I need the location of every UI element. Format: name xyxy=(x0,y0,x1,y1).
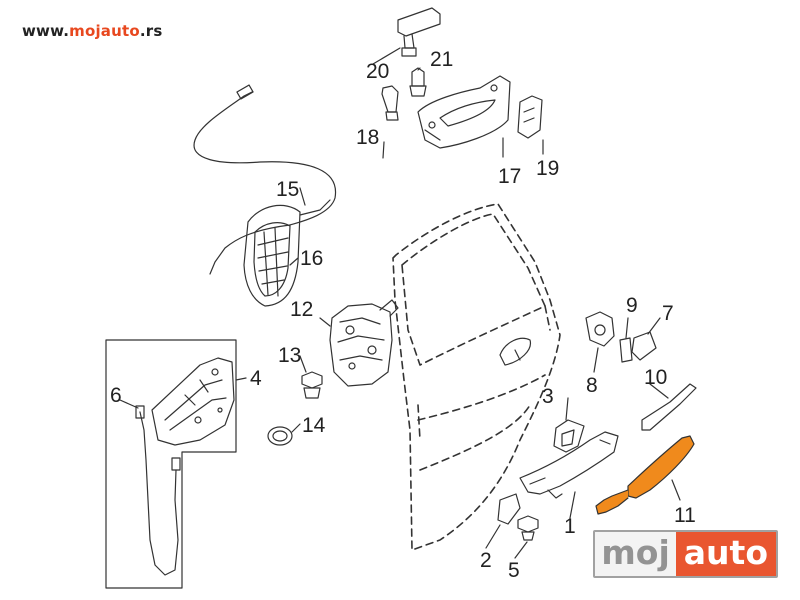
part-19-cover xyxy=(517,95,543,139)
callout-9: 9 xyxy=(626,294,638,317)
door-handle-recess xyxy=(499,337,531,366)
part-12-lock-actuator xyxy=(329,299,399,387)
callout-7: 7 xyxy=(662,302,674,325)
callout-labels: 20 21 18 17 19 15 16 12 13 14 4 6 9 7 8 … xyxy=(110,48,696,582)
part-2-bezel xyxy=(497,493,521,525)
callout-14: 14 xyxy=(302,414,326,437)
callout-16: 16 xyxy=(300,247,323,270)
callout-10: 10 xyxy=(644,366,667,389)
part-17-inner-handle xyxy=(417,75,511,149)
part-15-release-cable xyxy=(193,84,337,275)
url-suffix: .rs xyxy=(139,22,163,40)
callout-6: 6 xyxy=(110,384,122,407)
callout-21: 21 xyxy=(430,48,453,71)
callout-20: 20 xyxy=(366,60,389,83)
logo-right-text: auto xyxy=(675,532,776,576)
url-prefix: www. xyxy=(22,22,70,40)
part-11-highlighted-handle xyxy=(595,435,695,515)
part-14-cap xyxy=(267,426,293,446)
part-16-water-shield xyxy=(243,204,301,307)
part-3-bezel xyxy=(553,419,585,453)
part-7-cap xyxy=(631,331,657,361)
callout-11: 11 xyxy=(674,504,696,527)
callout-17: 17 xyxy=(498,165,521,188)
callout-13: 13 xyxy=(278,344,301,367)
callout-1: 1 xyxy=(564,515,576,538)
part-20-handle-cap xyxy=(397,7,441,57)
part-8-bracket xyxy=(585,311,615,347)
logo-left-text: moj xyxy=(595,532,676,576)
callout-2: 2 xyxy=(480,549,492,572)
inset-box xyxy=(105,339,237,589)
part-4-door-module xyxy=(151,357,235,446)
url-brand: mojauto xyxy=(69,22,140,40)
part-1-outer-handle xyxy=(519,431,619,499)
callout-3: 3 xyxy=(542,385,554,408)
callout-8: 8 xyxy=(586,374,598,397)
website-url[interactable]: www.mojauto.rs xyxy=(22,22,163,40)
callout-5: 5 xyxy=(508,559,520,582)
callout-15: 15 xyxy=(276,178,299,201)
part-5-screw xyxy=(517,515,539,541)
callout-19: 19 xyxy=(536,157,559,180)
part-13-bolt xyxy=(301,371,323,399)
part-9-clip xyxy=(619,337,633,363)
part-10-gasket xyxy=(641,383,697,431)
part-18-bolt xyxy=(381,85,399,121)
part-21-screw xyxy=(409,67,427,97)
part-6-cable xyxy=(135,405,181,576)
callout-4: 4 xyxy=(250,367,262,390)
rear-door-outline xyxy=(392,203,561,551)
callout-12: 12 xyxy=(290,298,313,321)
leader-lines xyxy=(119,47,681,559)
callout-18: 18 xyxy=(356,126,379,149)
